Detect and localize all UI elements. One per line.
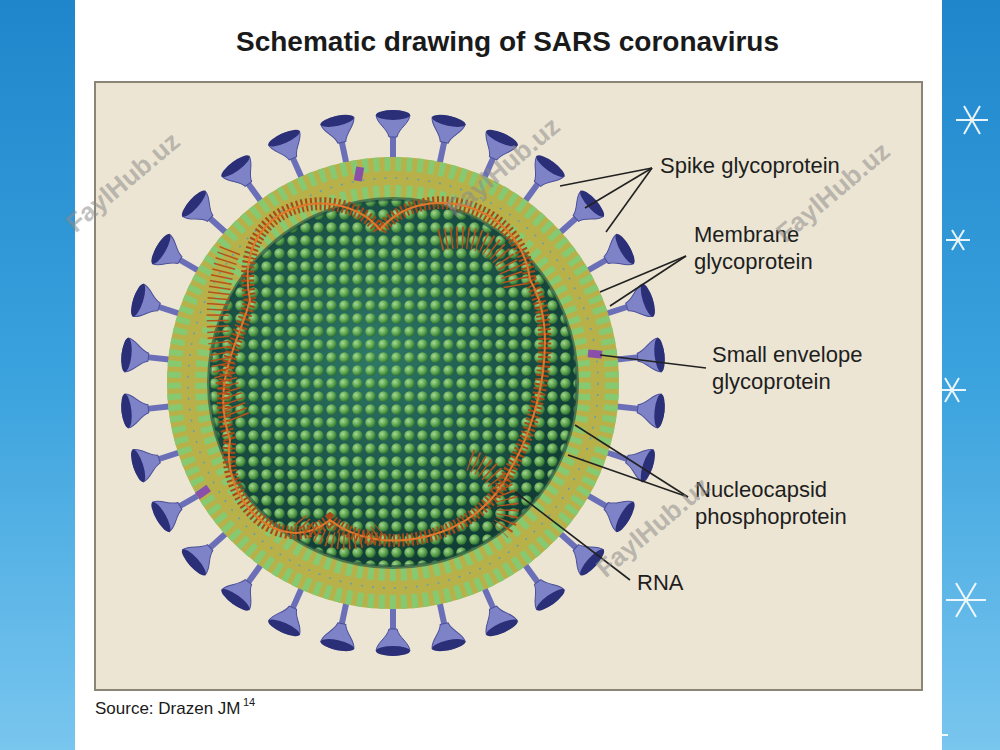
part-label: Membrane glycoprotein (694, 221, 844, 275)
reference-number: 14 (243, 696, 255, 708)
part-label: RNA (637, 569, 717, 596)
part-label: Nucleocapsid phosphoprotein (695, 476, 910, 530)
slide-title: Schematic drawing of SARS coronavirus (236, 26, 779, 58)
part-label: Small envelope glycoprotein (712, 341, 912, 395)
source-caption: Source: Drazen JM (95, 699, 241, 719)
